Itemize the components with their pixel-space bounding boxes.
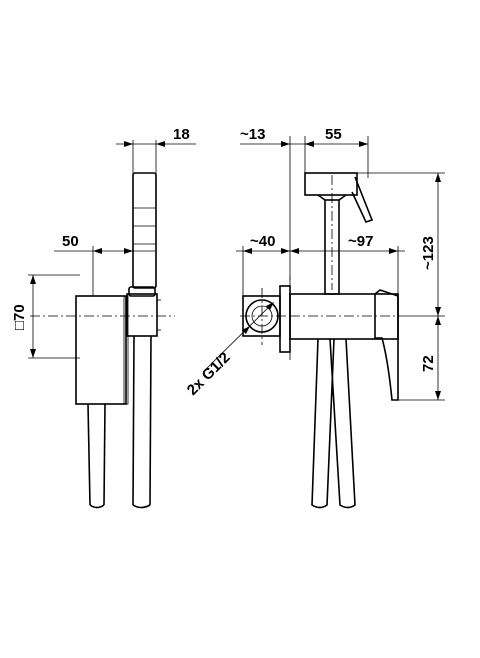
dim-72: 72 — [398, 316, 445, 401]
dim-40: ~40 — [236, 233, 290, 296]
dim-40-label: ~40 — [250, 233, 275, 250]
dim-55-label: 55 — [325, 126, 342, 143]
thread-callout: 2x G1/2 — [184, 302, 274, 399]
dim-13-label: ~13 — [240, 126, 265, 143]
dim-123-label: ~123 — [420, 236, 437, 270]
dim-18-label: 18 — [173, 126, 190, 143]
front-lever — [374, 289, 399, 401]
dim-13: ~13 — [240, 126, 314, 280]
front-flange — [279, 285, 291, 353]
dim-97: ~97 — [290, 233, 405, 294]
front-hose-2 — [329, 338, 356, 509]
dim-18: 18 — [116, 126, 196, 175]
dim-50: 50 — [54, 233, 155, 296]
front-hose-1 — [311, 338, 335, 509]
side-hand-shower — [132, 172, 157, 289]
side-hose-1 — [87, 403, 91, 506]
thread-label: 2x G1/2 — [184, 349, 234, 399]
dim-70: □70 — [11, 274, 80, 359]
dim-72-label: 72 — [420, 355, 437, 372]
side-holder-collar — [128, 286, 156, 297]
side-view — [30, 172, 175, 509]
dim-70-label: □70 — [11, 304, 28, 330]
dim-50-label: 50 — [62, 233, 79, 250]
front-valve-body — [289, 293, 399, 340]
dim-55: 55 — [305, 126, 369, 178]
front-view — [240, 172, 399, 509]
front-trigger — [351, 176, 374, 223]
dim-123: ~123 — [357, 172, 445, 317]
dim-97-label: ~97 — [348, 233, 373, 250]
side-hose-2 — [132, 335, 135, 506]
side-wall-plate-inner — [123, 295, 129, 405]
front-shower-head — [304, 172, 358, 196]
side-wall-plate — [75, 295, 127, 405]
side-holder-bracket — [126, 293, 158, 337]
